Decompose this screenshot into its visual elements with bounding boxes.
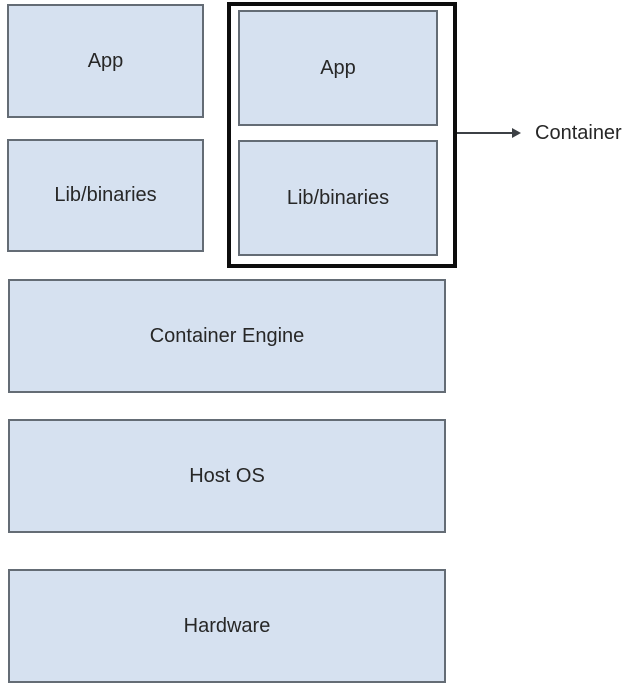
left-lib-binaries-box: Lib/binaries [7, 139, 204, 252]
left-app-label: App [87, 49, 124, 72]
left-app-box: App [7, 4, 204, 118]
left-lib-binaries-label: Lib/binaries [54, 184, 157, 206]
container-engine-box: Container Engine [8, 279, 446, 393]
container-app-label: App [320, 56, 356, 79]
container-engine-label: Container Engine [149, 324, 305, 347]
container-group-outline: App Lib/binaries [227, 2, 457, 268]
hardware-box: Hardware [8, 569, 446, 683]
hardware-label: Hardware [183, 614, 271, 637]
container-lib-binaries-label: Lib/binaries [286, 186, 390, 209]
container-callout-label: Container [535, 122, 622, 144]
host-os-box: Host OS [8, 419, 446, 533]
host-os-label: Host OS [189, 464, 265, 487]
container-lib-binaries-box: Lib/binaries [238, 140, 438, 256]
container-callout-arrow-icon [457, 128, 521, 138]
container-app-box: App [238, 10, 438, 126]
